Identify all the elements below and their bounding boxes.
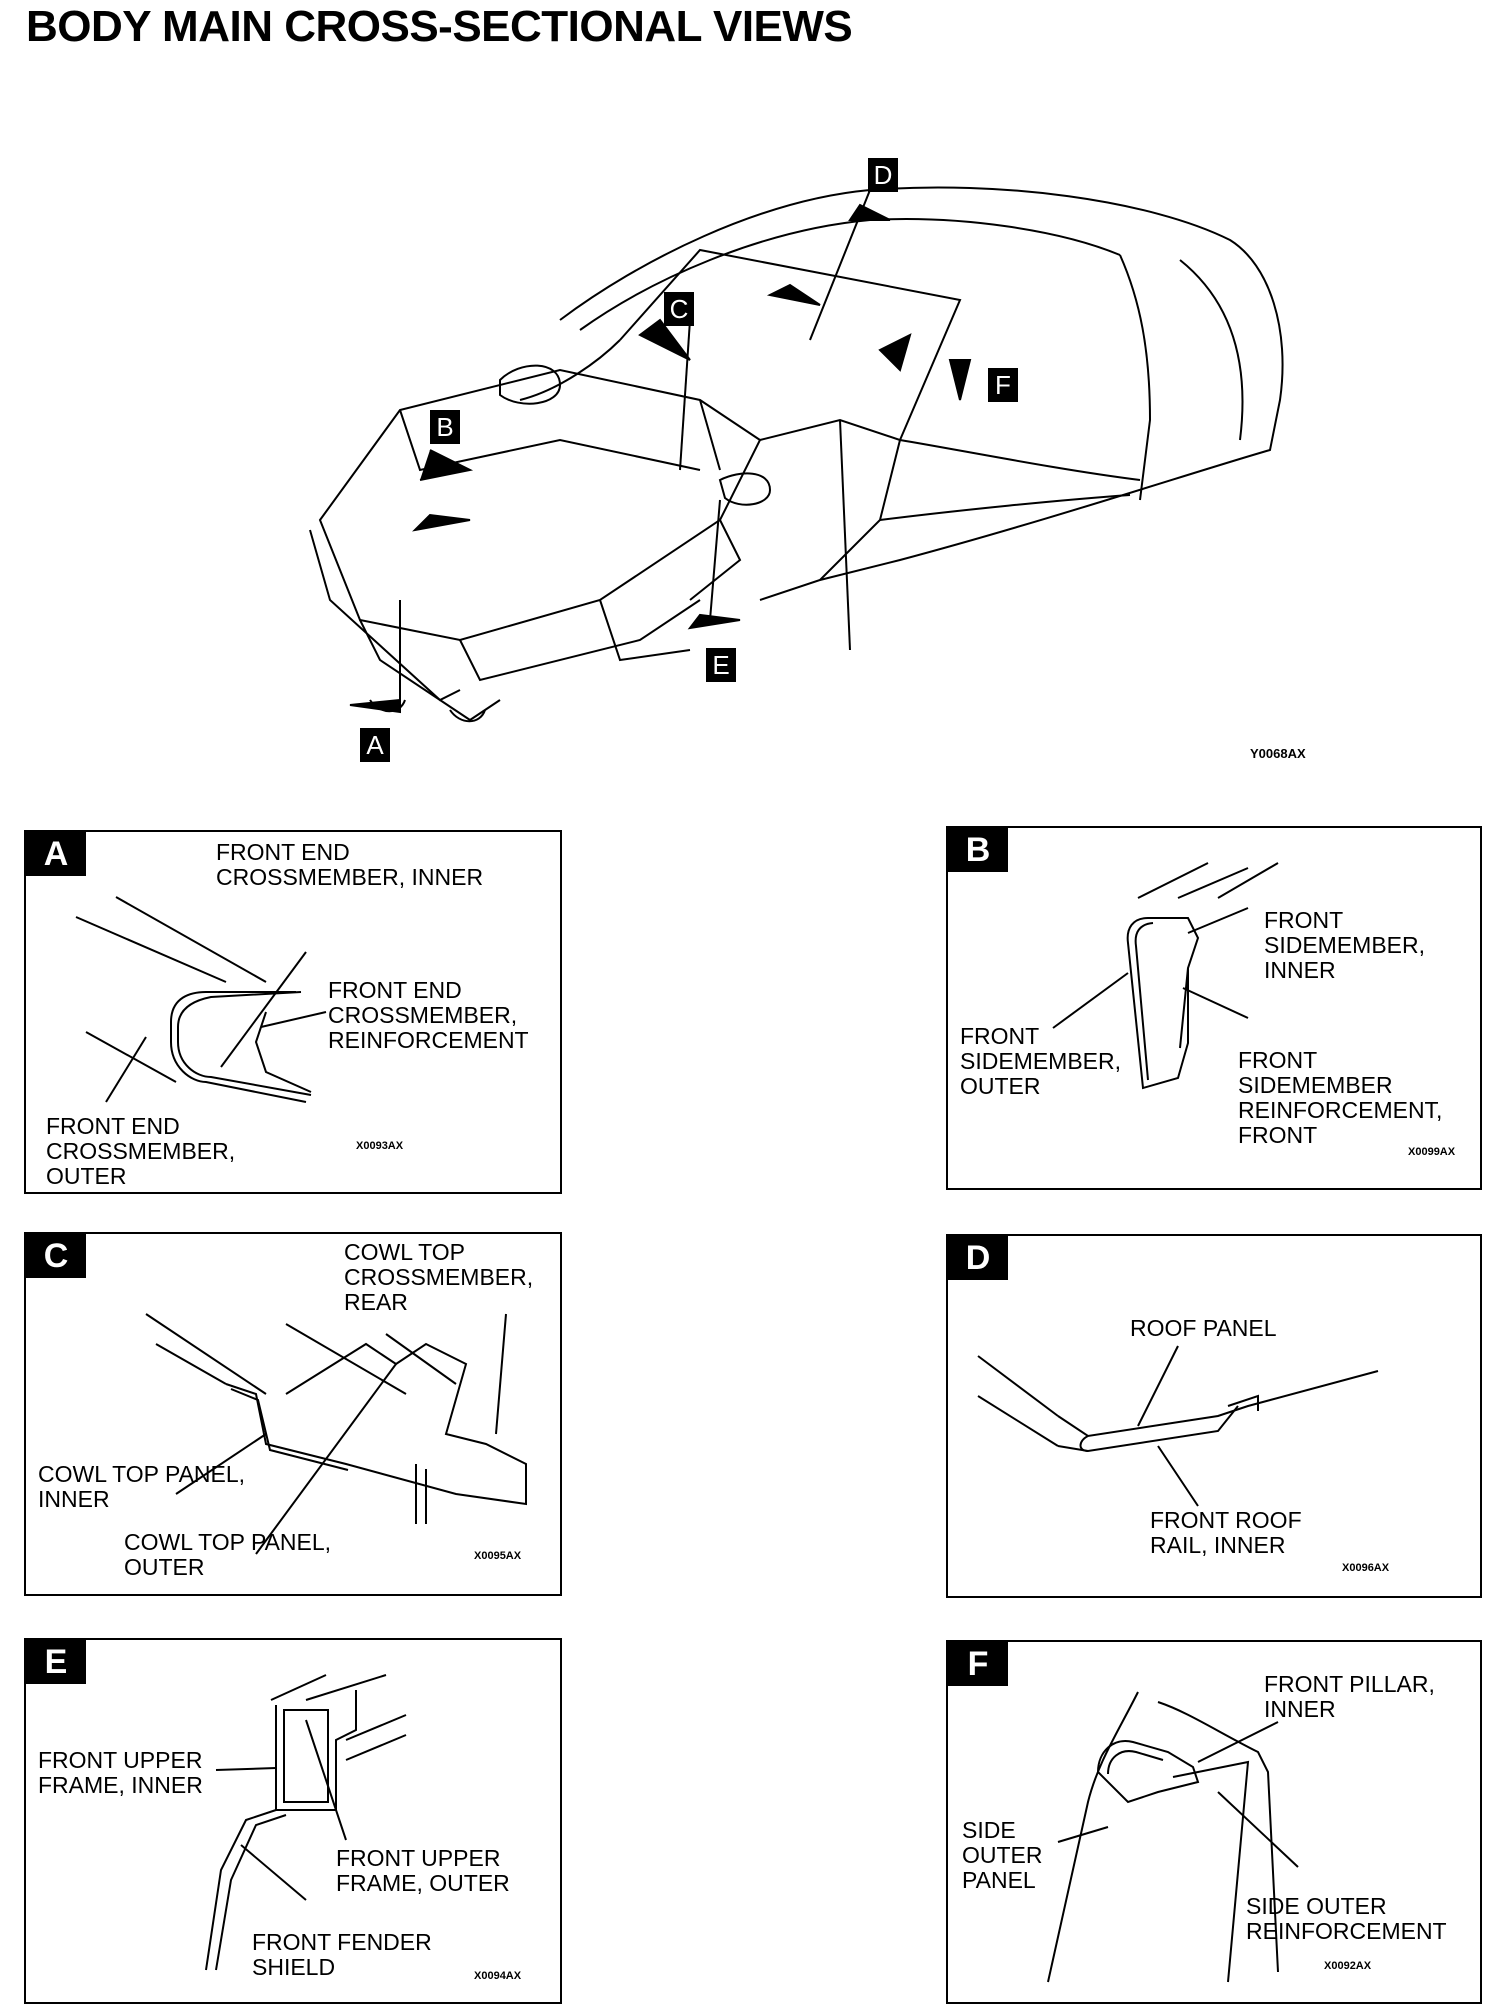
panel-code: X0094AX <box>474 1970 522 1982</box>
label-sidemember-reinforcement: FRONT SIDEMEMBER REINFORCEMENT, FRONT <box>1238 1047 1443 1148</box>
section-drawing <box>1047 1691 1299 1983</box>
marker-a: A <box>360 728 390 762</box>
label-upper-frame-inner: FRONT UPPER FRAME, INNER <box>38 1747 203 1798</box>
section-panel-c: C COWL TOP CROSSMEMBER, REAR COWL TOP PA… <box>24 1232 562 1596</box>
label-cowl-crossmember-rear: COWL TOP CROSSMEMBER, REAR <box>344 1239 534 1315</box>
panel-letter: A <box>26 832 86 876</box>
label-side-outer-panel: SIDE OUTER PANEL <box>962 1817 1043 1893</box>
label-side-outer-reinforcement: SIDE OUTER REINFORCEMENT <box>1246 1893 1447 1944</box>
label-sidemember-outer: FRONT SIDEMEMBER, OUTER <box>960 1023 1122 1099</box>
marker-d: D <box>868 158 898 192</box>
section-drawing <box>75 896 327 1103</box>
car-body-illustration <box>309 186 1284 723</box>
label-fender-shield: FRONT FENDER SHIELD <box>252 1929 432 1980</box>
label-cowl-panel-outer: COWL TOP PANEL, OUTER <box>124 1529 332 1580</box>
label-crossmember-reinforcement: FRONT END CROSSMEMBER, REINFORCEMENT <box>328 977 529 1053</box>
marker-b: B <box>430 410 460 444</box>
section-panel-d: D ROOF PANEL FRONT ROOF RAIL, INNER X009… <box>946 1234 1482 1598</box>
section-drawing <box>1052 862 1279 1090</box>
section-panel-a: A FRONT END CROSSMEMBER, INNER FRONT END… <box>24 830 562 1194</box>
marker-e: E <box>706 648 736 682</box>
label-cowl-panel-inner: COWL TOP PANEL, INNER <box>38 1461 246 1512</box>
panel-code: X0096AX <box>1342 1562 1390 1574</box>
section-panel-f: F FRONT PILLAR, INNER SIDE OUTER PANEL S… <box>946 1640 1482 2004</box>
label-front-roof-rail-inner: FRONT ROOF RAIL, INNER <box>1150 1507 1302 1558</box>
panel-code: X0093AX <box>356 1140 404 1152</box>
panel-letter: F <box>948 1642 1008 1686</box>
label-crossmember-inner: FRONT END CROSSMEMBER, INNER <box>216 839 484 890</box>
figure-code: Y0068AX <box>1250 746 1306 761</box>
section-panel-b: B FRONT SIDEMEMBER, INNER FRONT SIDEMEMB… <box>946 826 1482 1190</box>
section-drawing <box>977 1345 1379 1507</box>
panel-letter: E <box>26 1640 86 1684</box>
marker-c: C <box>664 292 694 326</box>
label-roof-panel: ROOF PANEL <box>1130 1315 1277 1341</box>
section-drawing <box>205 1674 407 1971</box>
panel-code: X0099AX <box>1408 1146 1456 1158</box>
panel-letter: C <box>26 1234 86 1278</box>
label-front-pillar-inner: FRONT PILLAR, INNER <box>1264 1671 1435 1722</box>
label-upper-frame-outer: FRONT UPPER FRAME, OUTER <box>336 1845 510 1896</box>
panel-letter: D <box>948 1236 1008 1280</box>
panel-code: X0092AX <box>1324 1960 1372 1972</box>
panel-code: X0095AX <box>474 1550 522 1562</box>
page-title: BODY MAIN CROSS-SECTIONAL VIEWS <box>26 2 853 51</box>
section-drawing <box>145 1313 527 1555</box>
section-panel-e: E FRONT UPPER FRAME, INNER FRONT UPPER F… <box>24 1638 562 2004</box>
panel-letter: B <box>948 828 1008 872</box>
marker-f: F <box>988 368 1018 402</box>
label-crossmember-outer: FRONT END CROSSMEMBER, OUTER <box>46 1113 236 1189</box>
label-sidemember-inner: FRONT SIDEMEMBER, INNER <box>1264 907 1426 983</box>
